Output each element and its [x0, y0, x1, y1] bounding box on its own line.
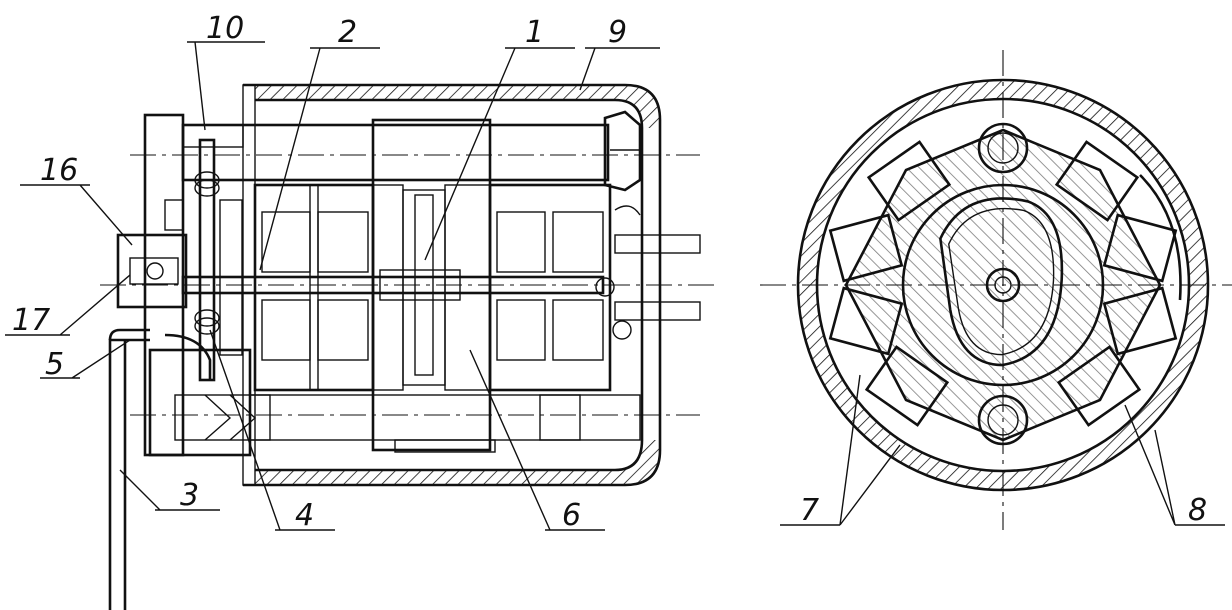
- label-17: 17: [12, 303, 50, 338]
- label-7: 7: [800, 493, 819, 528]
- section-view: [100, 83, 720, 610]
- terminal-leads: [595, 205, 701, 340]
- part-labels: 10 2 1 9 16 17 5 3 4 6 7 8: [12, 11, 1207, 533]
- end-view: [760, 50, 1232, 530]
- label-1: 1: [525, 15, 544, 50]
- tie-rod-upper: [181, 110, 642, 192]
- rotor-block: [371, 118, 496, 453]
- label-4: 4: [295, 498, 314, 533]
- label-16: 16: [40, 153, 78, 188]
- label-8: 8: [1188, 493, 1207, 528]
- contact-assembly: [164, 138, 243, 382]
- leader-lines: [5, 41, 1225, 531]
- stator-right: [488, 183, 612, 392]
- stator-left: [253, 183, 375, 392]
- stator-coils: [828, 140, 1182, 427]
- tie-rod-lower: [249, 394, 641, 441]
- label-5: 5: [45, 347, 64, 382]
- label-10: 10: [206, 11, 244, 46]
- label-3: 3: [180, 478, 199, 513]
- label-2: 2: [338, 15, 357, 50]
- label-9: 9: [608, 15, 627, 50]
- label-6: 6: [562, 498, 581, 533]
- adjust-nut: [116, 233, 188, 309]
